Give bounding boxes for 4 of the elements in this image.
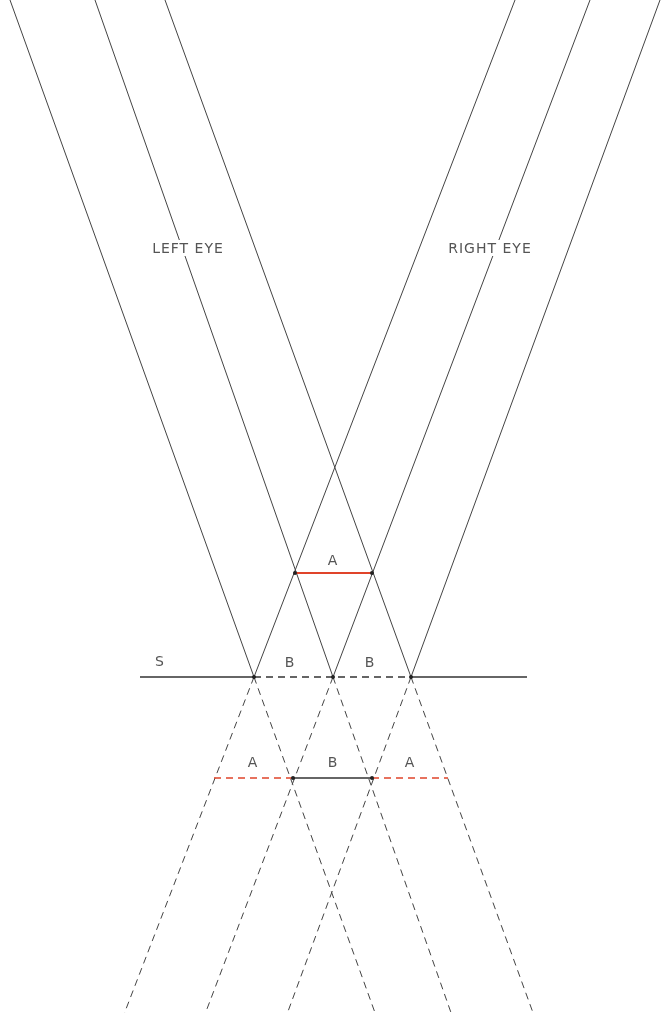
plane-label: S [153, 653, 167, 669]
segment-label: A [402, 754, 418, 770]
segment-label: A [325, 552, 341, 568]
segment-label: A [245, 754, 261, 770]
